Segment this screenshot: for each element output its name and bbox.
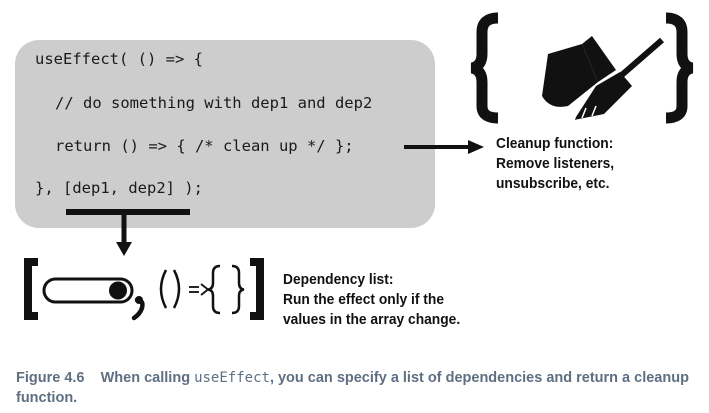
caption-text-before: When calling [100, 370, 191, 386]
caption-code-term: useEffect [194, 370, 270, 386]
code-line-3: return () => { /* clean up */ }; [55, 137, 354, 155]
cleanup-callout-line3: unsubscribe, etc. [496, 175, 610, 192]
dependency-array-icon [24, 258, 264, 321]
code-block [15, 40, 435, 228]
toggle-slider-icon [42, 277, 134, 304]
dependency-callout-line2: Run the effect only if the [283, 291, 445, 308]
figure-caption: Figure 4.6 When calling useEffect, you c… [16, 368, 706, 408]
cleanup-callout-title: Cleanup function: [496, 135, 614, 152]
broom-and-dustpan-icon [470, 12, 694, 124]
cleanup-callout: Cleanup function: Remove listeners, unsu… [496, 134, 614, 194]
cleanup-callout-line2: Remove listeners, [496, 155, 615, 172]
caption-text-after: , you can specify a list of dependencies… [16, 370, 689, 406]
figure-label: Figure 4.6 [16, 370, 85, 386]
code-line-2: // do something with dep1 and dep2 [55, 94, 373, 112]
dependency-callout-line3: values in the array change. [283, 311, 461, 328]
code-line-4: }, [dep1, dep2] ); [35, 179, 203, 197]
dependency-callout-title: Dependency list: [283, 271, 394, 288]
dependency-callout: Dependency list: Run the effect only if … [283, 270, 460, 330]
code-line-1: useEffect( () => { [35, 50, 203, 68]
